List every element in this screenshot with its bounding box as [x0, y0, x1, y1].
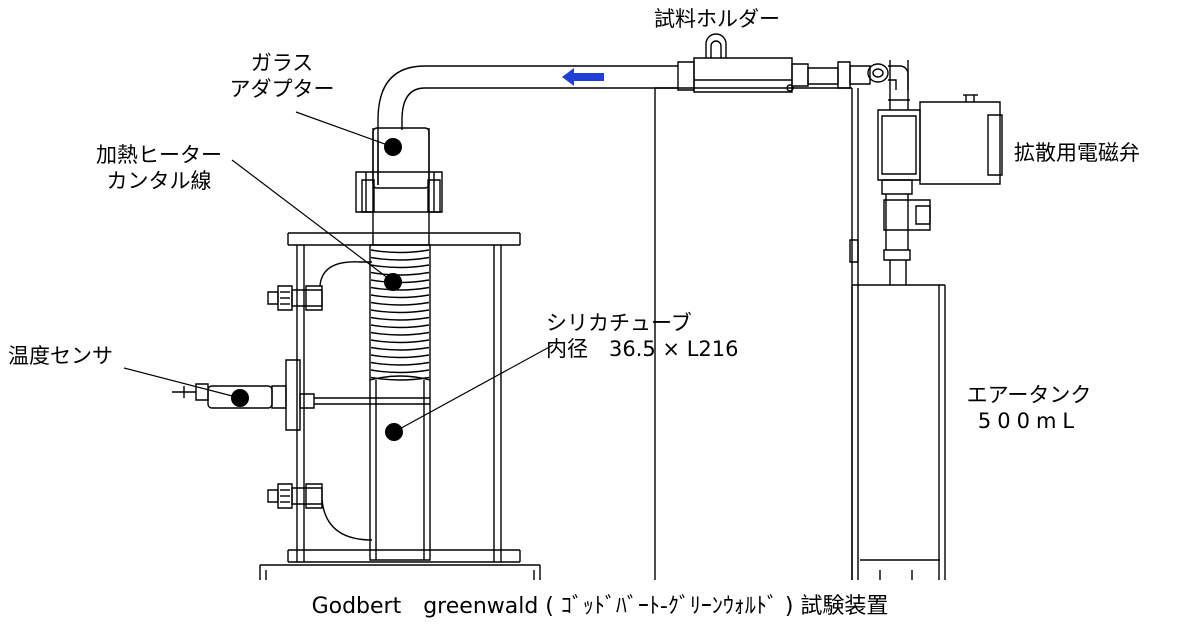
- glass-adapter-label-line2: アダプター: [229, 77, 335, 101]
- leader-lines: [124, 112, 553, 432]
- diagram-caption: Godbert greenwald ( ｺﾞｯﾄﾞﾊﾞｰﾄ-ｸﾞﾘｰﾝｳｫﾙﾄﾞ…: [311, 594, 889, 619]
- heater-coil: [371, 250, 429, 380]
- flow-arrow-icon: [562, 68, 604, 86]
- temperature-sensor-label: 温度センサ: [8, 344, 113, 368]
- coil-winding: [371, 273, 429, 276]
- coil-winding: [371, 378, 429, 381]
- coil-winding: [371, 250, 429, 253]
- coil-winding: [371, 370, 429, 373]
- glass-adapter: [356, 66, 442, 245]
- coil-winding: [371, 363, 429, 366]
- heater-label-line1: 加熱ヒーター: [96, 143, 222, 167]
- coil-winding: [371, 355, 429, 358]
- vessel-bolts: [268, 286, 322, 508]
- coil-winding: [371, 348, 429, 351]
- coil-winding: [371, 340, 429, 343]
- air-tank-label-line2: 500mL: [977, 409, 1081, 433]
- coil-winding: [371, 288, 429, 291]
- air-tank: [655, 88, 945, 580]
- heater-label-line2: カンタル線: [106, 169, 212, 193]
- sample-holder-label: 試料ホルダー: [654, 7, 780, 31]
- temperature-sensor: [172, 360, 430, 430]
- glass-adapter-label-line1: ガラス: [250, 51, 314, 75]
- silica-tube-label-line2: 内径 36.5 × L216: [546, 337, 739, 361]
- coil-winding: [371, 333, 429, 336]
- glass-adapter-label: ガラス アダプター: [222, 50, 342, 102]
- marker-dots: [231, 138, 403, 441]
- coil-winding: [371, 310, 429, 313]
- air-tank-label: エアータンク 500mL: [946, 382, 1112, 434]
- sample-holder: [425, 34, 910, 100]
- air-tank-label-line1: エアータンク: [966, 383, 1092, 407]
- heater-label: 加熱ヒーター カンタル線: [74, 142, 244, 194]
- solenoid-valve-label: 拡散用電磁弁: [1014, 141, 1140, 165]
- silica-tube: [370, 245, 430, 560]
- silica-tube-label: シリカチューブ 内径 36.5 × L216: [546, 310, 739, 362]
- coil-winding: [371, 265, 429, 268]
- coil-winding: [371, 325, 429, 328]
- solenoid-valve: [878, 60, 1002, 285]
- coil-winding: [371, 295, 429, 298]
- coil-winding: [371, 258, 429, 261]
- furnace-vessel: [260, 233, 540, 580]
- silica-tube-label-line1: シリカチューブ: [546, 311, 692, 335]
- coil-winding: [371, 318, 429, 321]
- coil-winding: [371, 303, 429, 306]
